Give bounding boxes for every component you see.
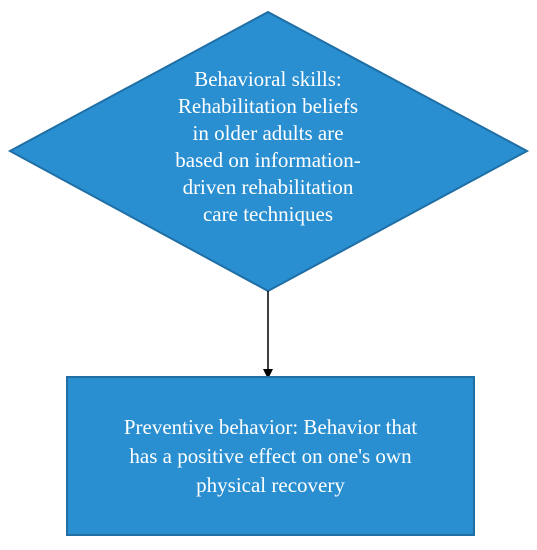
decision-line: in older adults are xyxy=(192,121,344,145)
decision-line: Behavioral skills: xyxy=(194,67,342,91)
process-line: Preventive behavior: Behavior that xyxy=(123,414,418,439)
process-line: physical recovery xyxy=(196,472,345,497)
process-rectangle: Preventive behavior: Behavior that has a… xyxy=(66,376,475,536)
decision-line: based on information- xyxy=(175,148,361,172)
decision-line: driven rehabilitation xyxy=(182,175,354,199)
decision-line: Rehabilitation beliefs xyxy=(177,94,359,118)
decision-node-text: Behavioral skills: Rehabilitation belief… xyxy=(138,66,398,228)
process-node-text: Preventive behavior: Behavior that has a… xyxy=(81,413,461,500)
decision-line: care techniques xyxy=(202,202,333,226)
process-line: has a positive effect on one's own xyxy=(129,443,412,468)
